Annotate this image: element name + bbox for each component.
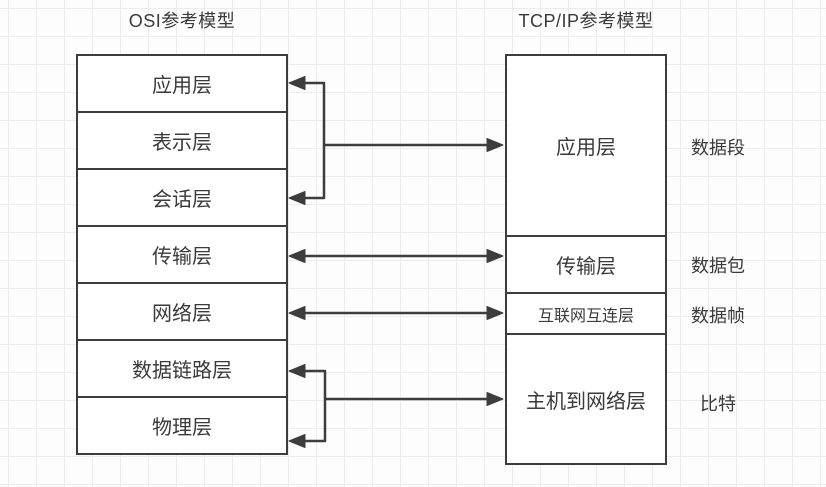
tcpip-layer-host-to-network: 主机到网络层 [507, 335, 665, 463]
osi-lower-layers-to-host-network-connector [288, 364, 504, 448]
osi-model-title: OSI参考模型 [128, 11, 236, 31]
osi-upper-layers-to-tcpip-application-connector [288, 76, 504, 205]
tcpip-model-box: 应用层 传输层 互联网互连层 主机到网络层 [505, 54, 667, 465]
network-to-internet-double-arrow [288, 306, 504, 320]
pdu-label-bit: 比特 [700, 394, 736, 414]
pdu-label-frame: 数据帧 [691, 306, 745, 326]
tcpip-layer-internet: 互联网互连层 [507, 294, 665, 335]
osi-layer-application: 应用层 [78, 56, 286, 113]
osi-layer-session: 会话层 [78, 170, 286, 227]
osi-layer-physical: 物理层 [78, 398, 286, 453]
pdu-label-packet: 数据包 [691, 256, 745, 276]
tcpip-layer-application: 应用层 [507, 56, 665, 237]
osi-layer-transport: 传输层 [78, 227, 286, 284]
osi-model-box: 应用层 表示层 会话层 传输层 网络层 数据链路层 物理层 [76, 54, 288, 455]
transport-layers-double-arrow [288, 249, 504, 263]
tcpip-model-title: TCP/IP参考模型 [518, 11, 654, 31]
pdu-label-segment: 数据段 [691, 138, 745, 158]
tcpip-layer-transport: 传输层 [507, 237, 665, 294]
osi-layer-datalink: 数据链路层 [78, 341, 286, 398]
osi-layer-presentation: 表示层 [78, 113, 286, 170]
osi-layer-network: 网络层 [78, 284, 286, 341]
